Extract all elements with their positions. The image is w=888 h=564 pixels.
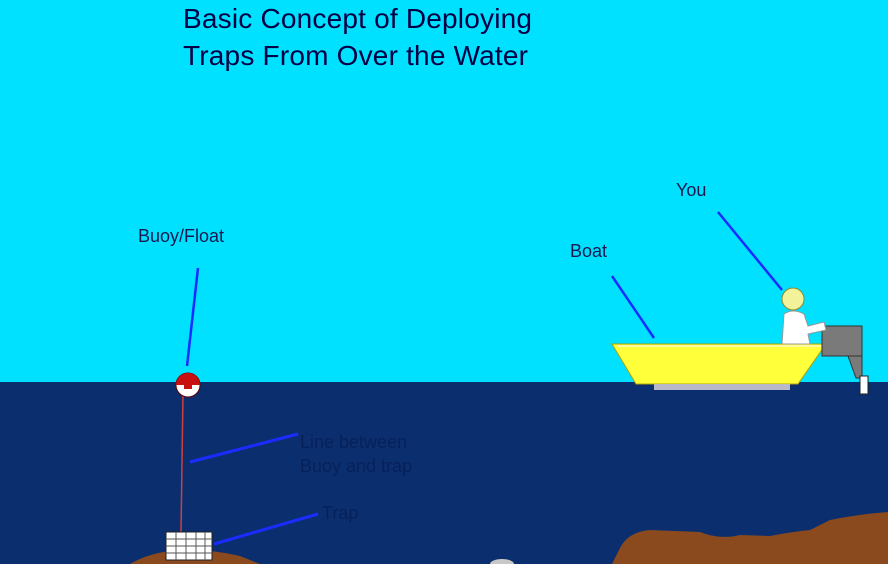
you-pointer bbox=[717, 211, 783, 291]
buoy-icon bbox=[175, 372, 201, 398]
line-label: Line between Buoy and trap bbox=[300, 430, 412, 478]
trap-pointer bbox=[213, 512, 319, 546]
you-label: You bbox=[676, 180, 707, 200]
seabed-rock bbox=[490, 559, 514, 564]
buoy-label: Buoy/Float bbox=[138, 226, 225, 246]
boat-pointer bbox=[610, 275, 656, 339]
motor-icon bbox=[821, 325, 869, 395]
trap-label: Trap bbox=[322, 503, 359, 523]
boat-label: Boat bbox=[570, 241, 608, 261]
line-label-2: Buoy and trap bbox=[300, 456, 413, 476]
line-pointer bbox=[189, 432, 299, 464]
line-label-1: Line between bbox=[300, 432, 408, 452]
person-icon bbox=[781, 287, 827, 345]
title-line-2: Traps From Over the Water bbox=[183, 40, 529, 71]
boat-icon bbox=[611, 343, 827, 390]
page-title: Basic Concept of Deploying Traps From Ov… bbox=[183, 0, 532, 74]
sky bbox=[0, 0, 888, 382]
buoy-pointer bbox=[185, 267, 200, 367]
seabed-right bbox=[612, 512, 888, 564]
buoy-trap-line bbox=[180, 393, 184, 533]
water bbox=[0, 382, 888, 564]
trap-icon bbox=[165, 531, 213, 561]
title-line-1: Basic Concept of Deploying bbox=[183, 3, 533, 34]
